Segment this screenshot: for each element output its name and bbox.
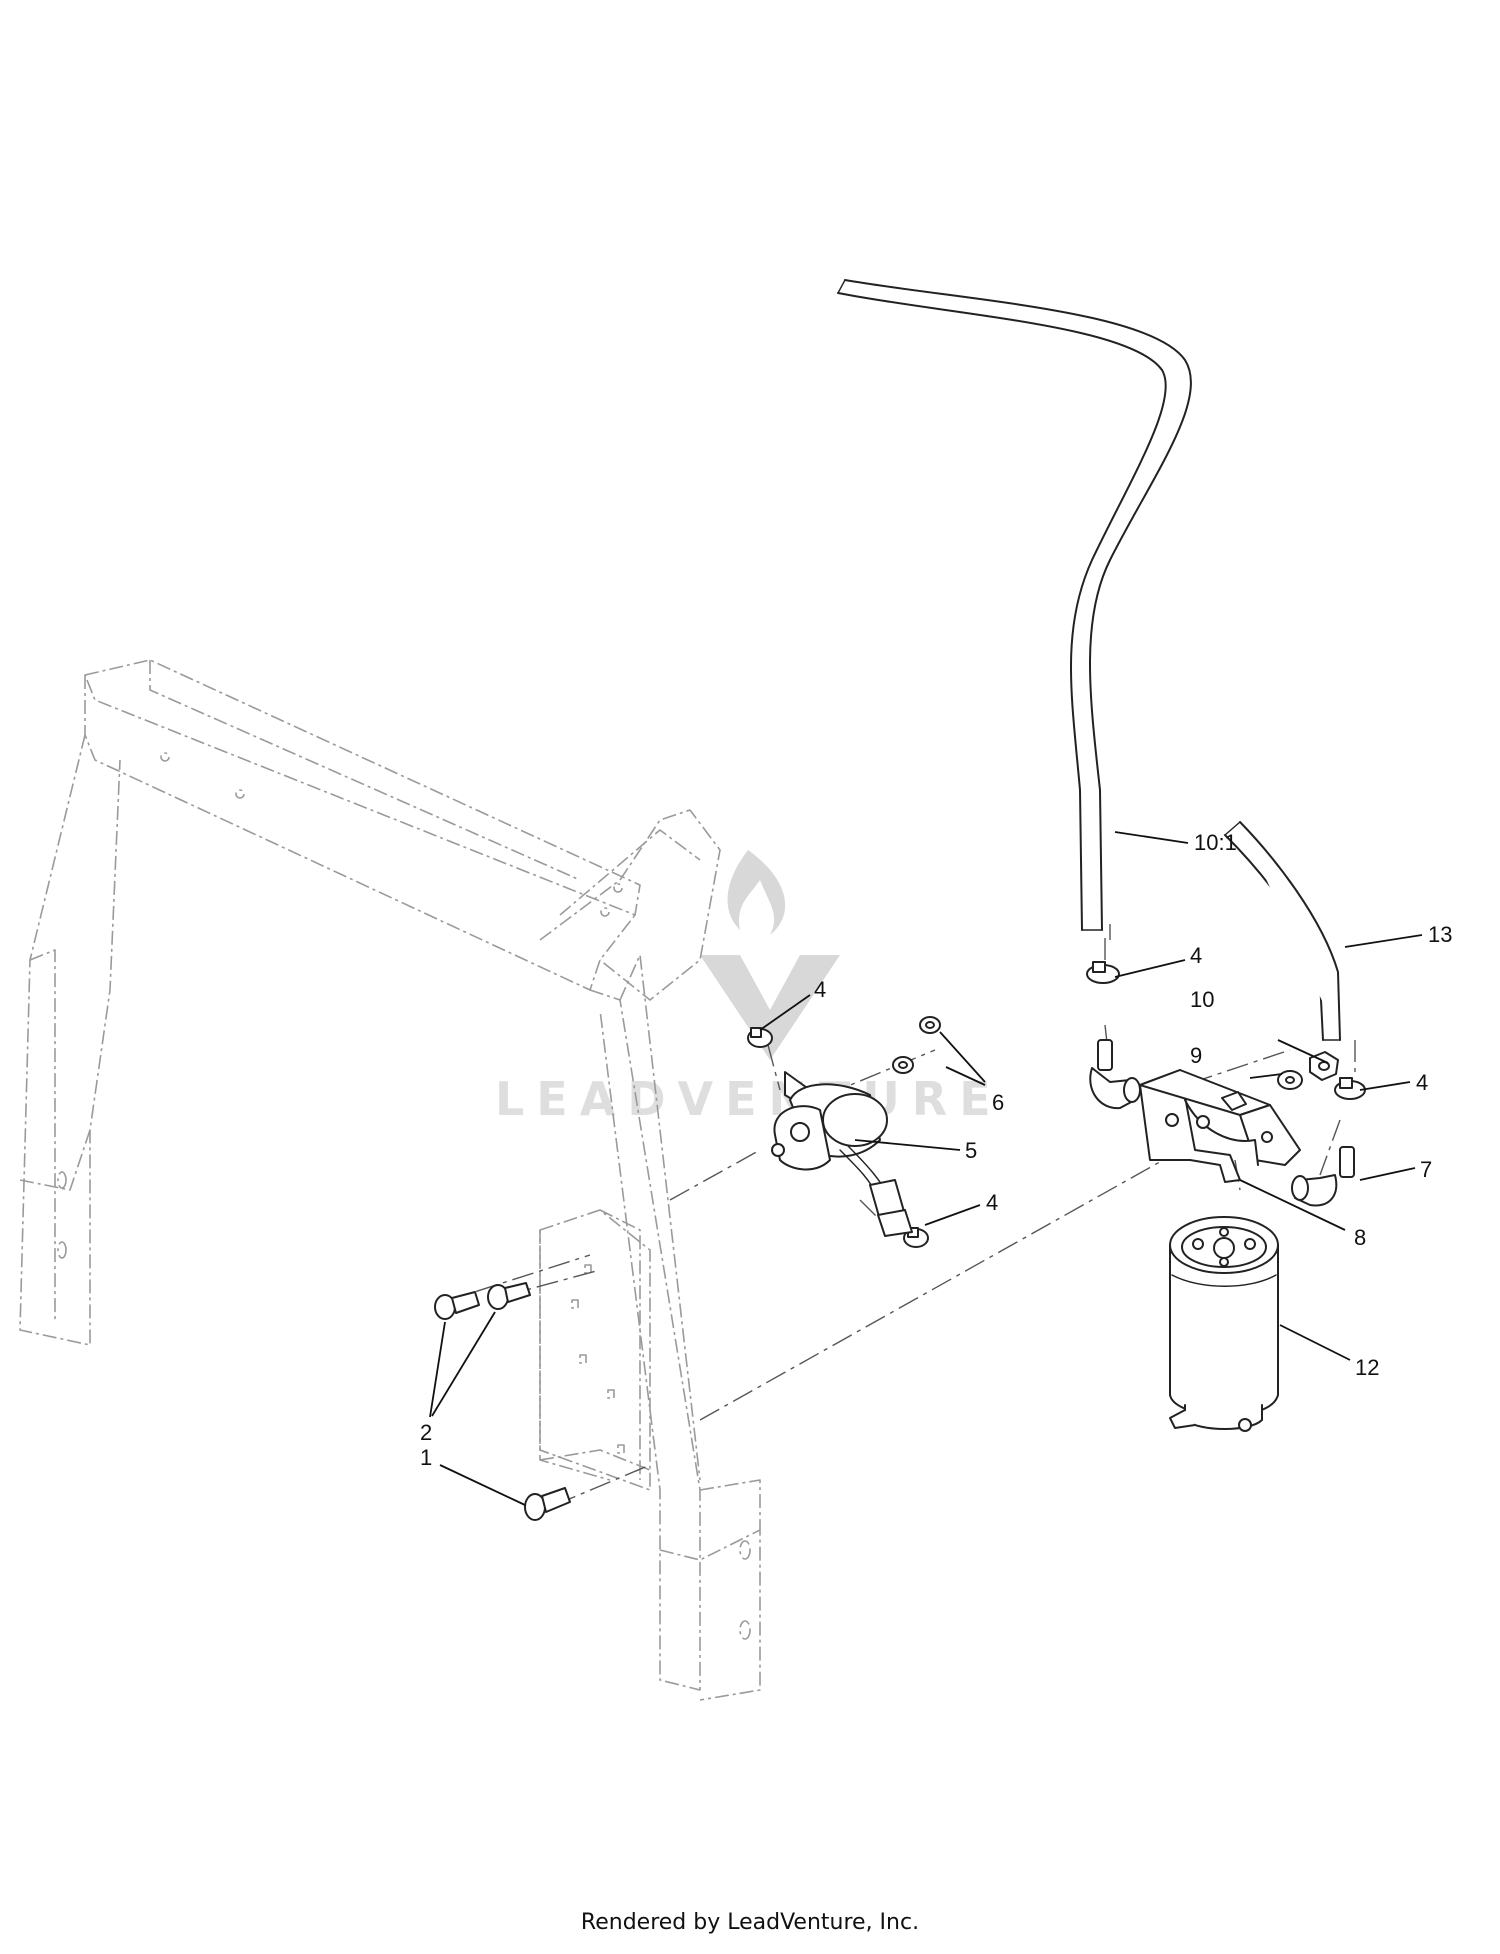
footer-credit: Rendered by LeadVenture, Inc. [580,1910,920,1935]
fuel-hose-12 [837,279,1192,931]
hose-clamp-right [1334,1077,1366,1100]
callout-9: 10 [1190,987,1214,1012]
nut-9 [1309,1051,1339,1081]
hose-clamp-sensor-bottom [903,1227,929,1248]
callout-4-c: 4 [1416,1070,1428,1095]
watermark: LEADVENTURE [495,850,1003,1126]
carriage-bolts-2 [434,1282,531,1320]
filter-bracket-10 [1139,1069,1301,1183]
callout-6: 6 [992,1090,1004,1115]
callout-10: 8 [1354,1225,1366,1250]
callout-2: 2 [420,1420,432,1445]
elbow-fitting-7 [1291,1146,1355,1207]
callout-labels: 10:1 13 4 4 10 9 4 6 5 7 4 8 12 2 1 [420,830,1452,1470]
watermark-text: LEADVENTURE [495,1072,1003,1126]
callout-7: 7 [1420,1157,1432,1182]
fuel-pump-5 [771,1071,913,1237]
callout-4-a: 4 [1190,943,1202,968]
roll-bar-frame [19,659,761,1701]
callout-12: 10:1 [1194,830,1237,855]
callout-10-1: 12 [1355,1355,1379,1380]
callout-4-d: 4 [986,1190,998,1215]
callout-13: 13 [1428,922,1452,947]
fuel-hose-13 [1224,821,1341,1041]
mounting-plate [539,1209,651,1491]
callout-4-b: 4 [814,977,826,1002]
callout-5: 5 [965,1138,977,1163]
grommets-6 [892,1016,941,1074]
elbow-fitting-upper [1089,1039,1141,1110]
hose-clamp-sensor-top [747,1027,773,1048]
callout-8: 9 [1190,1043,1202,1068]
callout-1: 1 [420,1445,432,1470]
leader-lines [429,831,1423,1506]
fuel-filter-10-1 [1169,1216,1279,1432]
washer-8 [1277,1070,1303,1090]
hose-clamp-upper [1086,961,1120,984]
carriage-bolt-1 [524,1487,571,1521]
